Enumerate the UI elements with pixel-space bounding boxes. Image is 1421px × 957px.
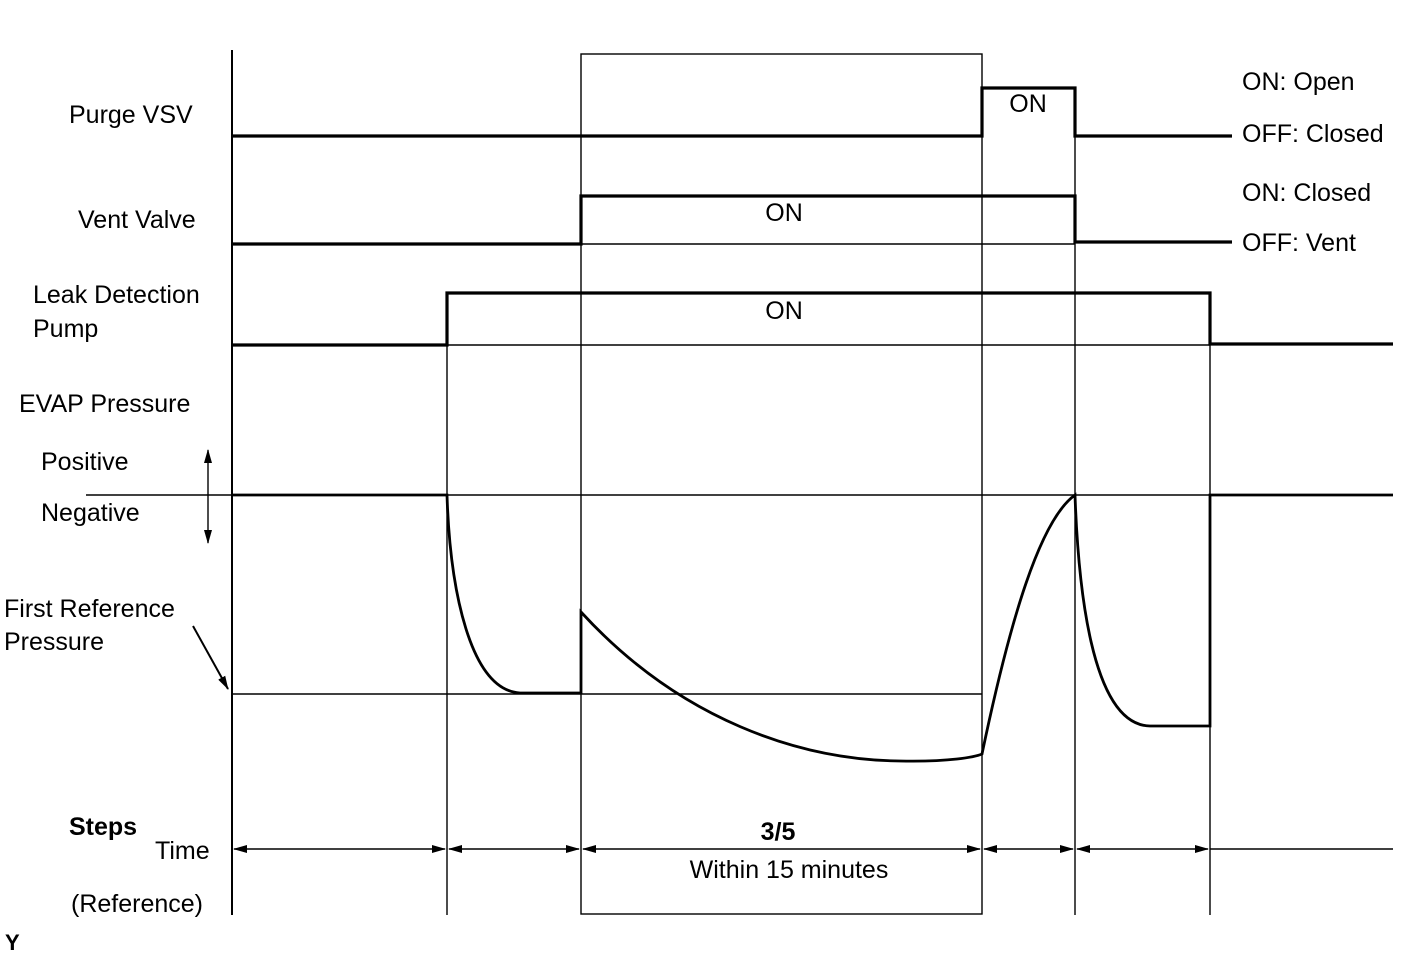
time-label: Time: [155, 837, 210, 865]
purge-vsv-state-off: OFF: Closed: [1242, 120, 1384, 148]
purge-vsv-on-text: ON: [1009, 90, 1047, 118]
evap-pressure-label: EVAP Pressure: [19, 390, 190, 418]
step-3-5-label: 3/5: [761, 818, 796, 846]
vent-valve-on-text: ON: [765, 199, 803, 227]
vent-valve-label: Vent Valve: [78, 206, 196, 234]
leak-detection-pump-label-line2: Pump: [33, 315, 98, 343]
step-3-5-duration: Within 15 minutes: [690, 856, 889, 884]
vent-valve-state-on: ON: Closed: [1242, 179, 1371, 207]
reference-label: (Reference): [71, 890, 203, 918]
leak-detection-pump-waveform: [232, 291, 1393, 347]
negative-label: Negative: [41, 499, 140, 527]
step-3-5-box: [580, 53, 983, 915]
positive-label: Positive: [41, 448, 129, 476]
corner-code: Y: [5, 930, 20, 955]
vent-valve-state-off: OFF: Vent: [1242, 229, 1356, 257]
first-reference-label-line2: Pressure: [4, 628, 104, 656]
leak-detection-pump-label-line1: Leak Detection: [33, 281, 200, 309]
steps-label: Steps: [69, 813, 137, 841]
first-reference-pointer-arrow: [192, 625, 229, 690]
first-reference-label-line1: First Reference: [4, 595, 175, 623]
purge-vsv-waveform: [232, 86, 1232, 138]
vent-valve-waveform: [232, 194, 1232, 246]
pump-on-text: ON: [765, 297, 803, 325]
evap-pressure-waveform: [232, 492, 1393, 763]
purge-vsv-state-on: ON: Open: [1242, 68, 1355, 96]
purge-vsv-label: Purge VSV: [69, 101, 193, 129]
